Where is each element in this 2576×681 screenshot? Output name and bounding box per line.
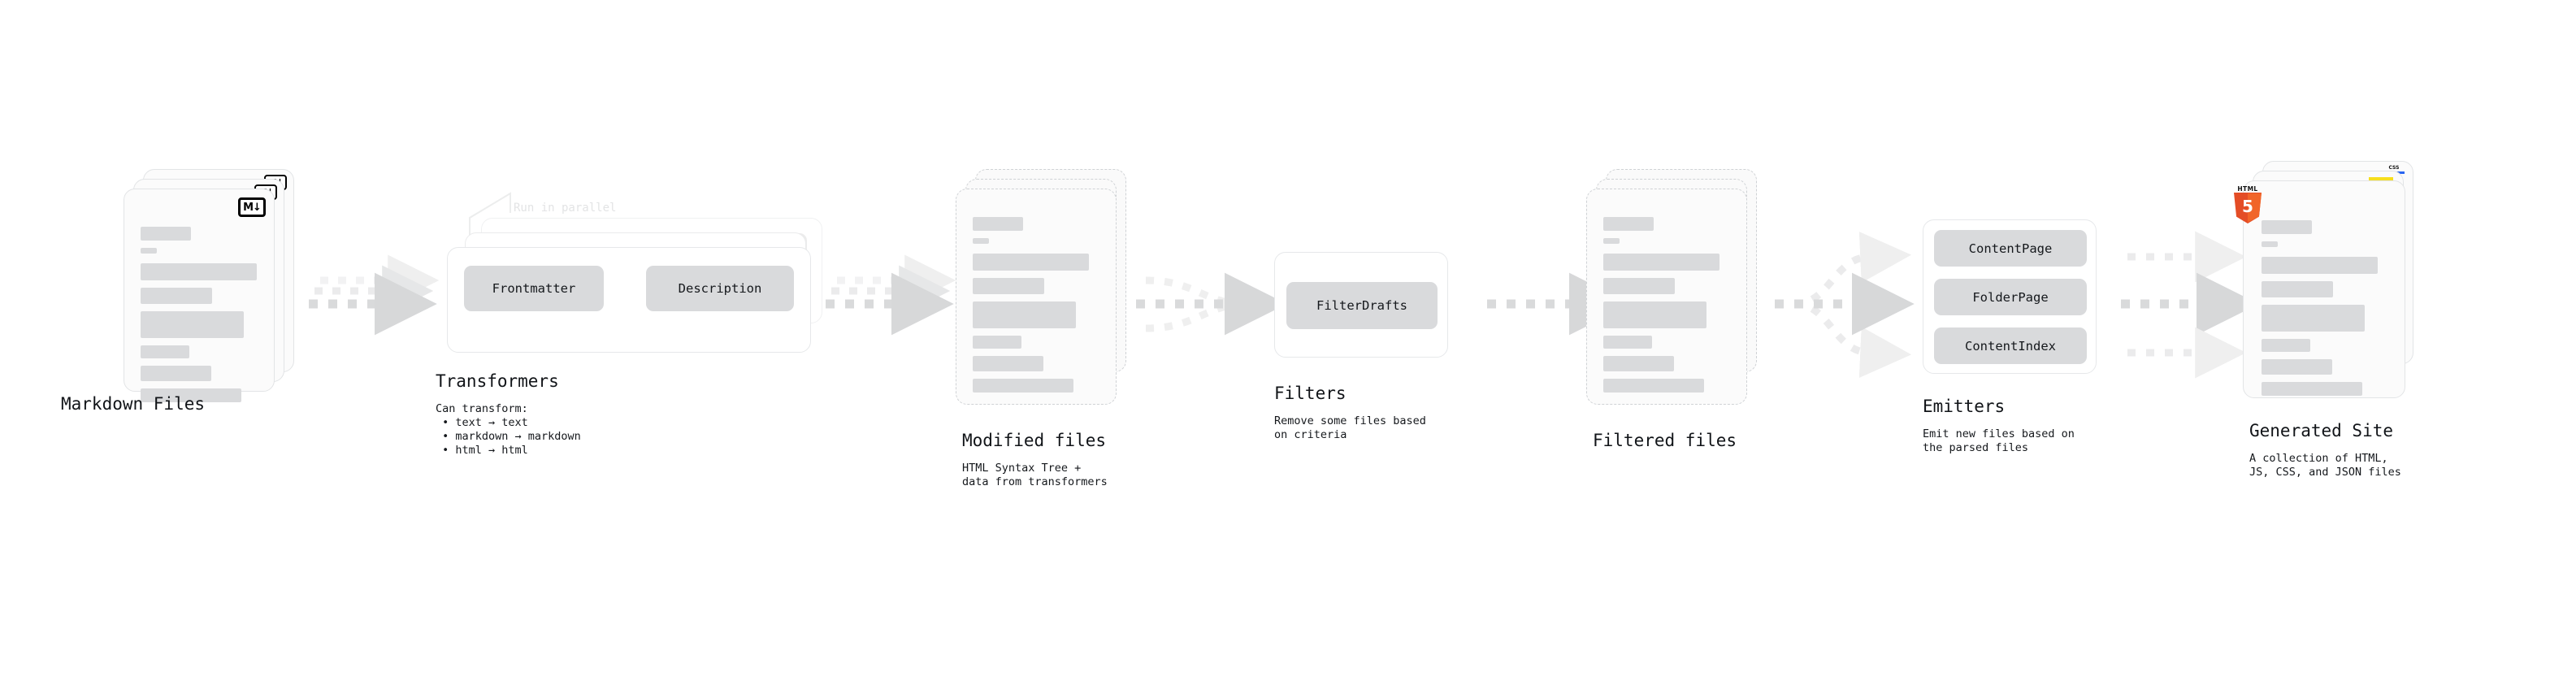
html5-shield-inner: [2248, 193, 2262, 223]
stage-title-markdown-files: Markdown Files: [61, 394, 206, 414]
content-line: [2262, 305, 2365, 332]
content-line: [1603, 301, 1706, 328]
content-line: [141, 227, 191, 241]
content-line: [141, 248, 157, 254]
transformer-chip-frontmatter[interactable]: Frontmatter: [464, 266, 604, 311]
content-line: [1603, 238, 1620, 244]
content-line: [1603, 336, 1652, 349]
filters-panel[interactable]: FilterDrafts: [1274, 252, 1448, 358]
connector-markdown-to-transformers: [309, 254, 440, 336]
document-content-lines: [1603, 217, 1732, 400]
content-line: [2262, 382, 2362, 396]
stage-description-transformers: Can transform: • text → text • markdown …: [436, 402, 581, 457]
emitter-chip-contentindex[interactable]: ContentIndex: [1934, 327, 2087, 364]
emitters-panel[interactable]: ContentPage FolderPage ContentIndex: [1923, 219, 2097, 374]
stage-transformers: Run in parallel Frontmatter Description …: [436, 187, 842, 457]
stage-title-generated-site: Generated Site: [2249, 421, 2394, 440]
content-line: [2262, 220, 2312, 234]
stage-description-modified-files: HTML Syntax Tree + data from transformer…: [962, 462, 1108, 488]
stage-title-emitters: Emitters: [1923, 397, 2006, 416]
content-line: [973, 379, 1073, 393]
stage-filtered-files: Filtered files: [1586, 169, 1789, 450]
content-line: [2262, 359, 2332, 375]
content-line: [2262, 339, 2310, 352]
stage-markdown-files: M↓ M↓ M↓ Markdown Files: [61, 169, 310, 414]
generated-file-html[interactable]: HTML 5: [2234, 180, 2405, 398]
run-in-parallel-label: Run in parallel: [514, 202, 617, 215]
html5-badge-caption: HTML: [2237, 185, 2258, 193]
stage-emitters: ContentPage FolderPage ContentIndex Emit…: [1923, 219, 2134, 455]
modified-file-stack: [956, 169, 1159, 413]
content-line: [2262, 257, 2378, 274]
content-line: [1603, 356, 1674, 371]
markdown-file-stack: M↓ M↓ M↓: [124, 169, 310, 405]
content-line: [973, 356, 1043, 371]
emitter-chip-folderpage[interactable]: FolderPage: [1934, 279, 2087, 315]
content-line: [2262, 241, 2278, 247]
stage-description-filters: Remove some files based on criteria: [1274, 414, 1426, 441]
filter-chip-filterdrafts[interactable]: FilterDrafts: [1286, 282, 1438, 329]
document-content-lines: [2262, 220, 2390, 403]
content-line: [141, 345, 189, 358]
document-content-lines: [141, 227, 259, 410]
content-line: [141, 388, 241, 402]
stage-title-filters: Filters: [1274, 384, 1347, 403]
html5-number: 5: [2242, 197, 2253, 216]
content-line: [973, 254, 1089, 271]
content-line: [141, 311, 244, 338]
css-badge-label: CSS: [2388, 165, 2400, 171]
filtered-file-front[interactable]: [1586, 189, 1747, 405]
stage-description-generated-site: A collection of HTML, JS, CSS, and JSON …: [2249, 452, 2401, 479]
stage-title-modified-files: Modified files: [962, 431, 1107, 450]
content-line: [2262, 281, 2333, 297]
content-line: [973, 278, 1044, 294]
content-line: [973, 336, 1021, 349]
stage-title-filtered-files: Filtered files: [1593, 431, 1737, 450]
content-line: [1603, 278, 1675, 294]
transformer-chip-description[interactable]: Description: [646, 266, 794, 311]
content-line: [1603, 379, 1704, 393]
emitter-chip-contentpage[interactable]: ContentPage: [1934, 230, 2087, 267]
transformer-panel-front[interactable]: Frontmatter Description: [447, 247, 811, 353]
content-line: [973, 238, 989, 244]
content-line: [141, 263, 257, 280]
stage-filters: FilterDrafts Filters Remove some files b…: [1274, 252, 1469, 463]
content-line: [141, 288, 212, 304]
stage-modified-files: Modified files HTML Syntax Tree + data f…: [956, 169, 1159, 488]
content-line: [1603, 217, 1654, 231]
html5-badge-icon: HTML 5: [2234, 185, 2262, 223]
stage-description-emitters: Emit new files based on the parsed files: [1923, 427, 2075, 454]
content-line: [973, 217, 1023, 231]
filtered-file-stack: [1586, 169, 1789, 413]
content-line: [973, 301, 1076, 328]
document-content-lines: [973, 217, 1101, 400]
markdown-badge-icon: M↓: [238, 197, 266, 217]
markdown-file-front[interactable]: M↓: [124, 189, 275, 402]
modified-file-front[interactable]: [956, 189, 1117, 405]
content-line: [1603, 254, 1720, 271]
generated-site-stack: CSS HTML 5: [2234, 161, 2454, 413]
stage-generated-site: CSS HTML 5: [2234, 161, 2454, 479]
content-line: [141, 366, 211, 381]
stage-title-transformers: Transformers: [436, 371, 559, 391]
